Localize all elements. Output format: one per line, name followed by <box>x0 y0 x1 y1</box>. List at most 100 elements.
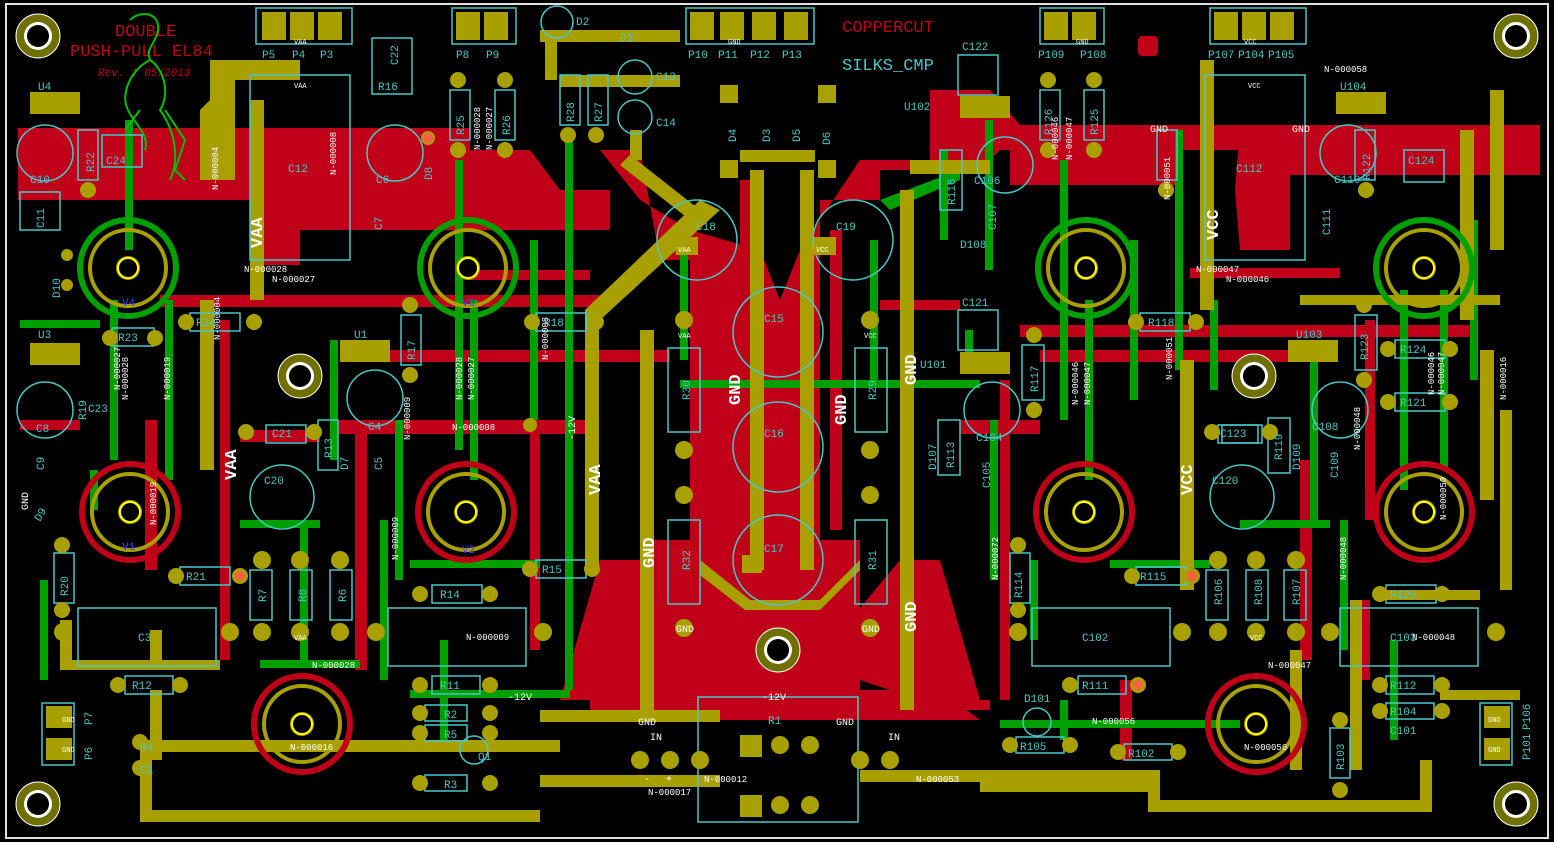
ref-label: R113 <box>946 442 958 468</box>
net-label: N-000028 <box>455 357 465 400</box>
ref-label: C7 <box>374 217 386 230</box>
electrolytic-caps <box>16 5 1377 765</box>
ref-label: R114 <box>1014 571 1026 598</box>
gnd-small-1: GND <box>638 718 656 729</box>
pin-label: GND <box>1488 747 1501 755</box>
minus12-label-2: -12V <box>762 693 786 704</box>
ref-label: V2 <box>462 545 475 557</box>
pin-label: VAA <box>678 247 691 255</box>
ref-label: R8 <box>298 589 310 602</box>
gnd-small-3: GND <box>1150 125 1168 136</box>
ref-label: D5 <box>792 129 804 142</box>
ref-label: C108 <box>1312 422 1338 434</box>
ref-label: R117 <box>1030 366 1042 392</box>
ref-label: C15 <box>764 314 784 326</box>
ref-label: C102 <box>1082 633 1108 645</box>
tube-sockets <box>77 217 1475 775</box>
pad-pin-labels: VAA VCC VAA VCC VAA VCC GND GND VAA VCC … <box>62 39 1501 755</box>
ref-label: V1 <box>122 542 136 554</box>
net-label: N-000008 <box>329 132 339 175</box>
ref-label: D107 <box>928 444 940 470</box>
net-label: N-000009 <box>403 397 413 440</box>
ref-label: R106 <box>1214 579 1226 605</box>
gnd-label-1: GND <box>727 374 746 405</box>
net-label: N-000027 <box>467 357 477 400</box>
red-pads <box>233 131 1199 692</box>
ref-label: C14 <box>656 118 676 130</box>
pin-label: VCC <box>1248 83 1261 91</box>
net-label: N-000009 <box>391 517 401 560</box>
in-minus: - <box>644 775 650 786</box>
ref-label: R111 <box>1082 681 1109 693</box>
vcc-label-1: VCC <box>1205 209 1224 240</box>
ref-label: C120 <box>1212 476 1238 488</box>
ref-label: P7 <box>84 712 96 725</box>
ref-label: V4 <box>122 298 136 310</box>
ref-label: P106 <box>1522 704 1534 730</box>
ref-label: R107 <box>1292 579 1304 605</box>
ref-label: D9 <box>33 507 50 524</box>
net-label: N-000019 <box>149 482 159 525</box>
ref-label: C111 <box>1322 208 1334 235</box>
net-label: N-000046 <box>1226 275 1269 285</box>
pin-label: GND <box>1076 39 1089 47</box>
ref-label: R13 <box>324 438 336 458</box>
ref-label: P5 <box>262 50 275 62</box>
ref-label: C104 <box>976 433 1003 445</box>
ref-label: R104 <box>1390 707 1417 719</box>
ref-label: D6 <box>822 132 834 145</box>
ref-label: C5 <box>374 457 386 470</box>
vaa-label-1: VAA <box>249 217 268 248</box>
ref-label: R116 <box>947 179 959 205</box>
ref-label: V3 <box>462 298 475 310</box>
net-label: N-000004 <box>211 147 221 190</box>
net-label: N-000051 <box>1163 157 1173 200</box>
ref-label: C8 <box>36 424 49 436</box>
ref-label: R32 <box>682 550 694 570</box>
ref-label: C24 <box>106 156 126 168</box>
ref-label: R11 <box>440 681 460 693</box>
ref-label: D101 <box>1024 694 1051 706</box>
pad-layer <box>60 30 1520 822</box>
net-label: N-000008 <box>452 423 495 433</box>
pads <box>30 12 1510 817</box>
ref-label: P3 <box>320 50 333 62</box>
ref-label: R30 <box>682 380 694 400</box>
ref-label: R15 <box>542 565 562 577</box>
net-label: N-000019 <box>163 357 173 400</box>
ref-label: P4 <box>292 50 306 62</box>
ref-label: D2 <box>576 17 589 29</box>
gnd-label-3: GND <box>903 354 922 385</box>
ref-label: R20 <box>60 576 72 596</box>
net-names: N-000028 N-000027 N-000008 N-000004 N-00… <box>113 65 1509 798</box>
net-label: N-000027 <box>113 347 123 390</box>
ref-label: C22 <box>390 45 402 65</box>
gnd-label-4: GND <box>641 537 660 568</box>
pin-label: VCC <box>864 333 877 341</box>
net-label: N-000028 <box>473 107 483 150</box>
net-label: N-000027 <box>485 107 495 150</box>
net-label: N-000027 <box>272 275 315 285</box>
ref-label: P12 <box>750 50 770 62</box>
net-label: N-000016 <box>290 743 333 753</box>
net-label: N-000016 <box>1499 357 1509 400</box>
title-line-1: DOUBLE <box>115 23 176 42</box>
ref-label: R31 <box>868 550 880 570</box>
ref-label: P104 <box>1238 50 1265 62</box>
ref-label: R26 <box>502 115 514 135</box>
ref-label: P9 <box>486 50 499 62</box>
pin-label: VCC <box>1250 635 1263 643</box>
net-label: N-000004 <box>213 297 223 340</box>
ref-label: R108 <box>1254 579 1266 605</box>
minus12-label-3: -12V <box>568 416 579 440</box>
ref-label: U3 <box>38 330 51 342</box>
ref-label: R19 <box>78 400 90 420</box>
gnd-small-5: GND <box>21 492 32 510</box>
net-label: N-000048 <box>1412 633 1455 643</box>
pin-label: VCC <box>816 247 829 255</box>
vcc-label-2: VCC <box>1179 464 1198 495</box>
ref-label: R103 <box>1336 744 1348 770</box>
ref-label: R115 <box>1140 572 1166 584</box>
ref-label: C21 <box>272 429 292 441</box>
